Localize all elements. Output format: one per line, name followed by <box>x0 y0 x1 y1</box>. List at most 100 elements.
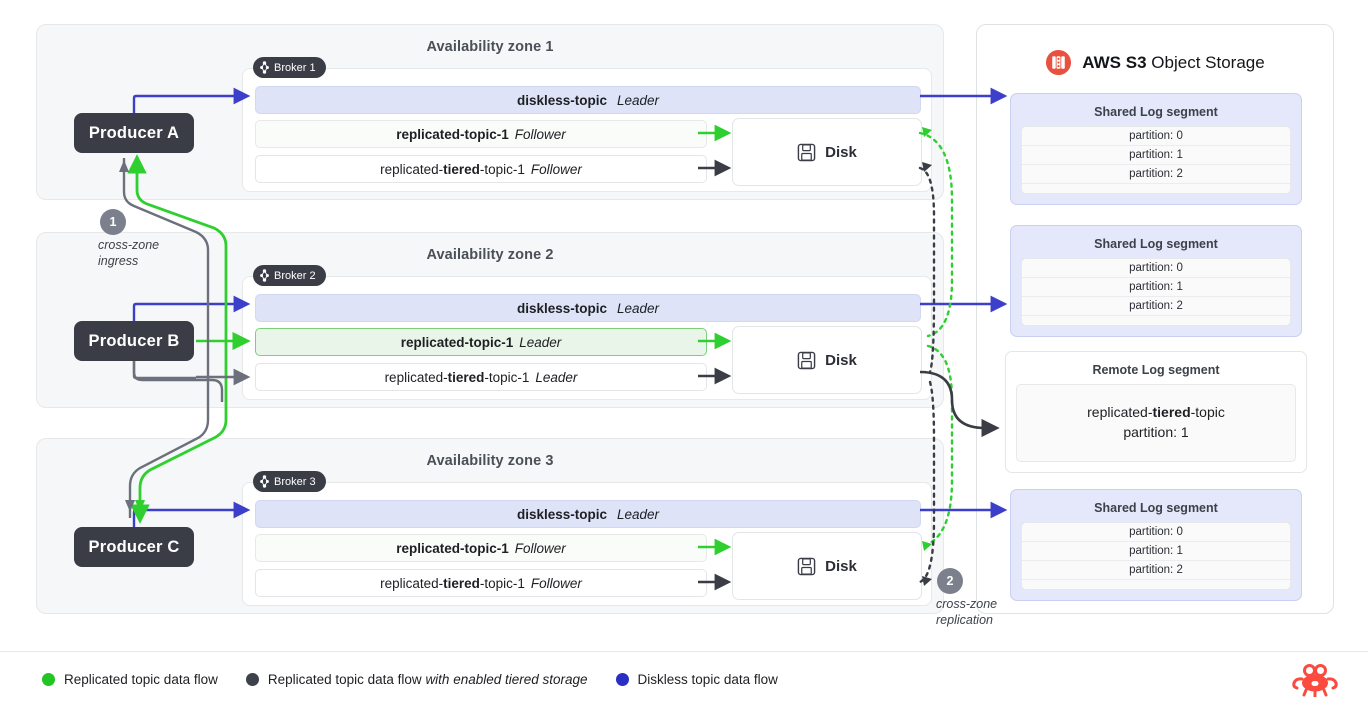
topic-role: Leader <box>519 334 562 350</box>
partition-row: partition: 0 <box>1022 127 1290 146</box>
disk-icon <box>797 351 816 369</box>
producer-b[interactable]: Producer B <box>74 321 194 361</box>
broker-card-1: Broker 1 diskless-topic Leader replicate… <box>242 57 932 192</box>
partition-row: partition: 1 <box>1022 278 1290 297</box>
topic-row-diskless[interactable]: diskless-topic Leader <box>255 500 921 528</box>
topic-role: Follower <box>530 161 582 177</box>
legend-item-replicated: Replicated topic data flow <box>42 672 218 687</box>
legend-text: Replicated topic data flow <box>267 672 426 687</box>
s3-title-bold: AWS S3 <box>1082 52 1147 72</box>
producer-label: Producer C <box>88 537 180 556</box>
legend-text-italic: with enabled tiered storage <box>425 672 588 687</box>
segment-title: Shared Log segment <box>1094 237 1218 251</box>
aws-s3-panel: AWS S3 Object Storage Shared Log segment… <box>976 24 1334 614</box>
partition-row: partition: 2 <box>1022 297 1290 316</box>
legend-item-diskless: Diskless topic data flow <box>615 672 778 687</box>
legend-item-tiered: Replicated topic data flow with enabled … <box>245 672 588 687</box>
broker-label: Broker 1 <box>274 61 316 74</box>
partition-list: partition: 0 partition: 1 partition: 2 .… <box>1021 258 1291 326</box>
remote-topic-name: replicated-tiered-topic <box>1087 404 1225 421</box>
topic-row-tiered[interactable]: replicated-tiered-topic-1 Follower <box>255 155 707 183</box>
kafka-icon <box>260 61 269 74</box>
broker-badge-2: Broker 2 <box>253 265 326 286</box>
partition-row: ... <box>1151 583 1161 590</box>
legend-bar: Replicated topic data flow Replicated to… <box>0 651 1368 707</box>
step-badge-2: 2 <box>937 568 963 594</box>
partition-row: partition: 0 <box>1022 523 1290 542</box>
legend-text: Replicated topic data flow <box>64 672 218 687</box>
topic-role: Follower <box>514 126 566 142</box>
remote-partition: partition: 1 <box>1123 424 1189 440</box>
crab-icon <box>1292 663 1338 697</box>
topic-row-diskless[interactable]: diskless-topic Leader <box>255 86 921 114</box>
topic-row-diskless[interactable]: diskless-topic Leader <box>255 294 921 322</box>
remote-log-segment: Remote Log segment replicated-tiered-top… <box>1005 351 1307 473</box>
disk-label: Disk <box>825 351 857 369</box>
partition-row: partition: 2 <box>1022 561 1290 580</box>
zone-title: Availability zone 1 <box>426 39 554 55</box>
s3-title-rest: Object Storage <box>1151 52 1265 72</box>
step-label-line1: cross-zone <box>936 597 998 611</box>
topic-row-replicated[interactable]: replicated-topic-1 Follower <box>255 534 707 562</box>
zone-title: Availability zone 3 <box>426 453 554 469</box>
topic-name: diskless-topic <box>516 92 607 108</box>
disk-icon <box>797 557 816 575</box>
topic-row-replicated[interactable]: replicated-topic-1 Leader <box>255 328 707 356</box>
step-label-1: cross-zone ingress <box>98 238 159 269</box>
disk-label: Disk <box>825 143 857 161</box>
producer-c[interactable]: Producer C <box>74 527 194 567</box>
topic-role: Leader <box>616 506 660 522</box>
broker-card-2: Broker 2 diskless-topic Leader replicate… <box>242 265 932 400</box>
legend-dot-dark <box>245 673 259 686</box>
legend-dot-blue <box>615 673 629 686</box>
topic-name: replicated-tiered-topic-1 <box>380 161 525 177</box>
legend-dot-green <box>42 673 55 686</box>
disk-label: Disk <box>825 557 857 575</box>
step-badge-1: 1 <box>100 209 126 235</box>
step-label-line2: ingress <box>98 253 139 268</box>
remote-segment-body: replicated-tiered-topic partition: 1 <box>1016 384 1296 462</box>
step-label-line1: cross-zone <box>98 238 160 252</box>
producer-label: Producer B <box>88 331 180 350</box>
disk-box-1: Disk <box>732 118 922 186</box>
topic-name: diskless-topic <box>516 506 607 522</box>
broker-badge-3: Broker 3 <box>253 471 326 492</box>
kafka-icon <box>260 475 269 488</box>
aws-s3-icon <box>1046 49 1072 76</box>
topic-row-tiered[interactable]: replicated-tiered-topic-1 Follower <box>255 569 707 597</box>
topic-name: diskless-topic <box>516 300 607 316</box>
disk-box-2: Disk <box>732 326 922 394</box>
legend-text: Diskless topic data flow <box>637 672 778 687</box>
shared-log-segment: Shared Log segment partition: 0 partitio… <box>1010 225 1302 337</box>
step-label-2: cross-zone replication <box>936 597 997 628</box>
topic-name: replicated-tiered-topic-1 <box>380 575 525 591</box>
shared-log-segment: Shared Log segment partition: 0 partitio… <box>1010 489 1302 601</box>
step-label-line2: replication <box>936 612 993 627</box>
legend-items: Replicated topic data flow Replicated to… <box>42 672 778 687</box>
producer-a[interactable]: Producer A <box>74 113 194 153</box>
topic-role: Leader <box>616 92 660 108</box>
disk-icon <box>797 143 816 161</box>
partition-row: partition: 1 <box>1022 542 1290 561</box>
s3-title: AWS S3 Object Storage <box>977 49 1333 76</box>
partition-row: partition: 0 <box>1022 259 1290 278</box>
disk-box-3: Disk <box>732 532 922 600</box>
topic-name: replicated-topic-1 <box>396 540 509 556</box>
topic-row-tiered[interactable]: replicated-tiered-topic-1 Leader <box>255 363 707 391</box>
partition-row: partition: 1 <box>1022 146 1290 165</box>
topic-name: replicated-topic-1 <box>396 126 509 142</box>
segment-title: Shared Log segment <box>1094 105 1218 119</box>
partition-row: ... <box>1151 187 1161 194</box>
topic-role: Follower <box>530 575 582 591</box>
segment-title: Remote Log segment <box>1092 363 1220 377</box>
topic-role: Follower <box>514 540 566 556</box>
broker-label: Broker 3 <box>274 475 316 488</box>
topic-row-replicated[interactable]: replicated-topic-1 Follower <box>255 120 707 148</box>
partition-row: ... <box>1151 319 1161 326</box>
broker-card-3: Broker 3 diskless-topic Leader replicate… <box>242 471 932 606</box>
topic-role: Leader <box>535 369 578 385</box>
step-number: 1 <box>109 215 117 229</box>
kafka-icon <box>260 269 269 282</box>
zone-title: Availability zone 2 <box>426 247 554 263</box>
topic-name: replicated-topic-1 <box>400 334 514 350</box>
